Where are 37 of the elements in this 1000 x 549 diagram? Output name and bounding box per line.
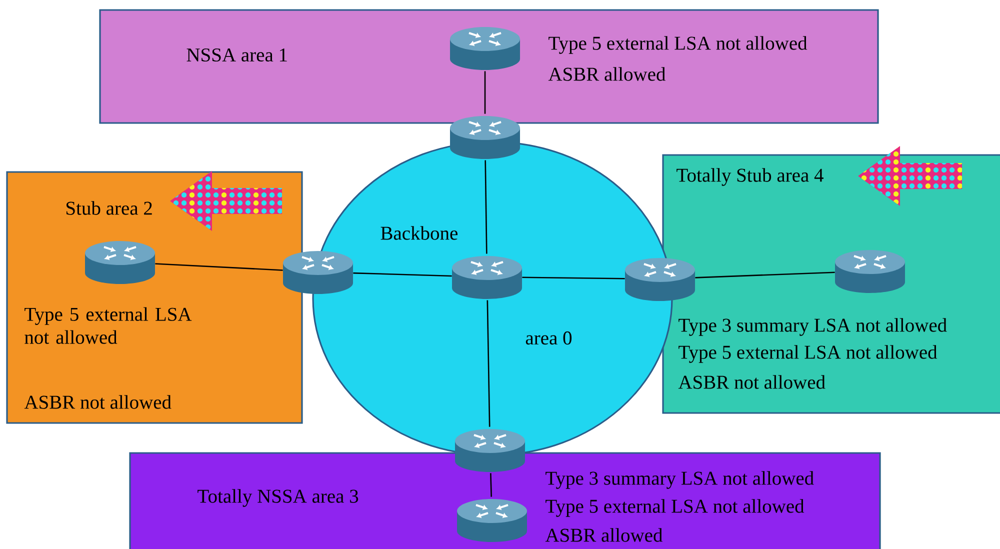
area-box: [99, 9, 879, 124]
router-icon: [85, 241, 155, 284]
area-label: ASBR not allowed: [24, 395, 172, 409]
area-label: Type 5 external LSA not allowed: [546, 499, 804, 517]
router-icon: [450, 116, 520, 159]
area-label: Type 5 external LSA not allowed: [548, 36, 808, 54]
area-label: Totally NSSA area 3: [198, 489, 358, 507]
link-line: [155, 263, 283, 271]
area-box: [662, 154, 1000, 414]
router-icon: [283, 251, 353, 294]
area-label: Stub area 2: [66, 201, 152, 215]
link-line: [695, 272, 835, 278]
area-box: [129, 452, 881, 549]
area-label: Type 5 external LSA not allowed: [24, 307, 192, 344]
link-line: [490, 473, 492, 497]
area-label: NSSA area 1: [186, 48, 287, 62]
area-label: Type 3 summary LSA not allowed: [546, 471, 814, 489]
area-label: Type 3 summary LSA not allowed: [678, 318, 947, 336]
link-line: [486, 300, 490, 427]
area-label: ASBR allowed: [548, 67, 666, 81]
area-label: ASBR allowed: [545, 528, 662, 542]
area-label: ASBR not allowed: [678, 375, 826, 389]
area-label: area 0: [526, 331, 572, 345]
router-icon: [835, 250, 905, 293]
link-line: [522, 276, 625, 280]
link-line: [484, 160, 488, 254]
router-icon: [625, 258, 695, 301]
link-line: [353, 272, 452, 277]
router-icon: [452, 256, 522, 299]
area-box: [6, 171, 303, 424]
area-label: Type 5 external LSA not allowed: [678, 345, 938, 363]
router-icon: [450, 27, 520, 70]
area-label: Backbone: [380, 226, 458, 240]
area-label: Totally Stub area 4: [676, 168, 824, 186]
link-line: [484, 71, 486, 114]
router-icon: [455, 429, 525, 472]
router-icon: [457, 499, 527, 542]
